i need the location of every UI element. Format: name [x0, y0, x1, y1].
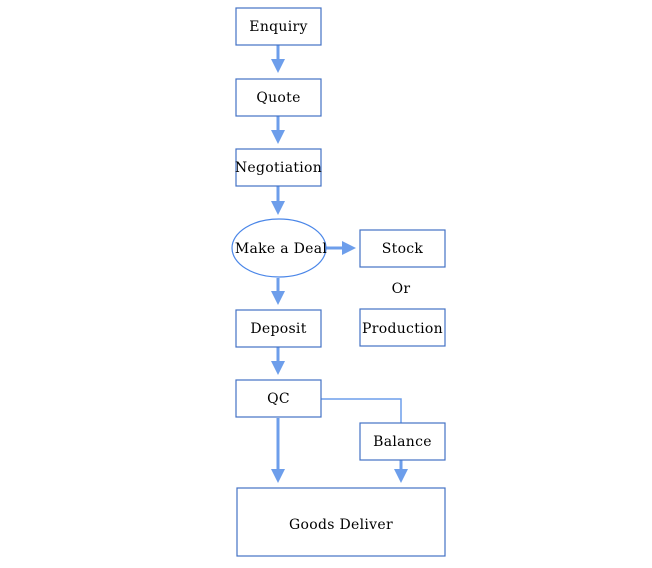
node-make-a-deal: Make a Deal [231, 218, 328, 278]
node-balance: Balance [359, 422, 446, 461]
node-quote: Quote [235, 78, 322, 117]
node-deposit: Deposit [235, 309, 322, 348]
node-deposit-label: Deposit [250, 321, 306, 337]
node-production-label: Production [362, 321, 443, 337]
node-qc-label: QC [267, 391, 290, 407]
node-goods-deliver-label: Goods Deliver [289, 517, 393, 533]
node-goods-deliver: Goods Deliver [236, 487, 446, 557]
node-stock: Stock [359, 229, 446, 268]
connector-qc-to-balance [321, 398, 402, 423]
node-stock-label: Stock [382, 241, 424, 257]
node-enquiry: Enquiry [235, 7, 322, 46]
or-label: Or [392, 281, 411, 297]
node-quote-label: Quote [256, 90, 300, 106]
node-balance-label: Balance [373, 434, 432, 450]
node-enquiry-label: Enquiry [249, 19, 307, 35]
node-negotiation: Negotiation [235, 148, 322, 187]
node-qc: QC [235, 379, 322, 418]
node-negotiation-label: Negotiation [235, 160, 322, 176]
node-make-a-deal-label: Make a Deal [235, 241, 328, 257]
node-production: Production [359, 308, 446, 347]
